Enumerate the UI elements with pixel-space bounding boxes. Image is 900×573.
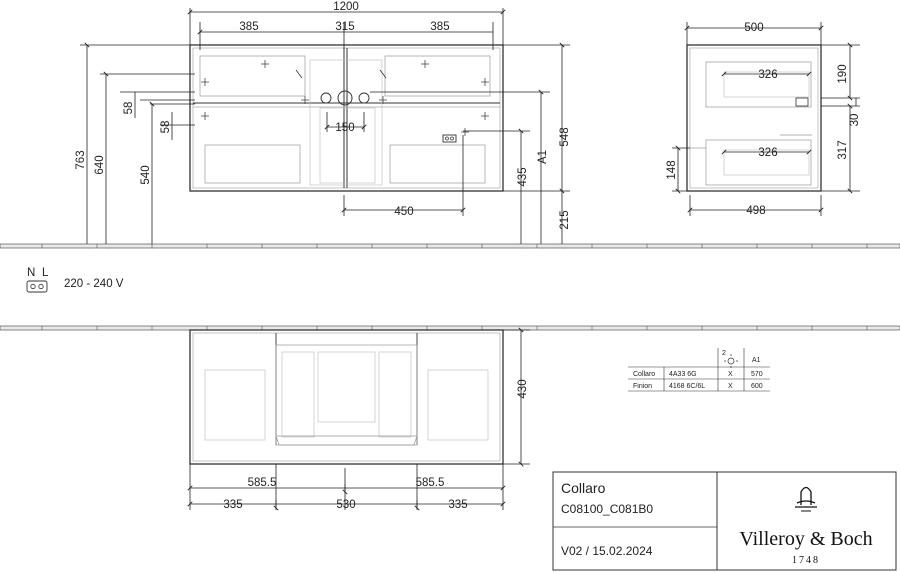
dim-540: 540 bbox=[140, 165, 152, 184]
dim-335-left: 335 bbox=[223, 499, 242, 511]
dim-430: 430 bbox=[517, 379, 529, 398]
floor-line-upper bbox=[0, 243, 900, 249]
dim-215: 215 bbox=[559, 210, 571, 229]
dim-450: 450 bbox=[394, 206, 413, 218]
version-date: V02 / 15.02.2024 bbox=[561, 544, 653, 558]
dim-1200: 1200 bbox=[333, 1, 359, 13]
svg-text:Finion: Finion bbox=[633, 383, 652, 390]
plan-dimensions bbox=[187, 327, 530, 511]
front-elevation bbox=[189, 44, 504, 192]
label-live: L bbox=[42, 267, 49, 279]
dim-585-5-left: 585.5 bbox=[248, 477, 277, 489]
product-name: Collaro bbox=[561, 480, 606, 496]
front-cabinet-outline bbox=[189, 44, 504, 192]
dim-58-upper: 58 bbox=[123, 102, 135, 115]
svg-text:600: 600 bbox=[751, 383, 763, 390]
side-elevation bbox=[686, 44, 822, 192]
socket-icon bbox=[442, 134, 457, 143]
siphon-right-icon bbox=[358, 92, 370, 104]
table-row: Collaro 4A33 6G X 570 bbox=[633, 371, 763, 378]
brand-year: 1748 bbox=[792, 555, 820, 566]
dim-585-5-right: 585.5 bbox=[416, 477, 445, 489]
electrical-info: N L 220 - 240 V bbox=[26, 267, 124, 293]
table-row: Finion 4168 6C/6L X 600 bbox=[633, 383, 763, 390]
socket-symbol-icon bbox=[26, 280, 48, 293]
svg-text:X: X bbox=[728, 383, 733, 390]
dim-190: 190 bbox=[837, 64, 849, 83]
front-dimensions bbox=[80, 8, 570, 249]
table-header-a1: A1 bbox=[752, 357, 761, 364]
dim-385-left: 385 bbox=[239, 21, 258, 33]
dim-a1: A1 bbox=[537, 150, 549, 164]
dim-385-right: 385 bbox=[430, 21, 449, 33]
svg-text:Collaro: Collaro bbox=[633, 371, 655, 378]
dim-150: 150 bbox=[335, 122, 354, 134]
dim-530: 530 bbox=[336, 499, 355, 511]
dim-335-right: 335 bbox=[448, 499, 467, 511]
siphon-center-icon bbox=[337, 90, 353, 106]
dim-435: 435 bbox=[517, 167, 529, 186]
dim-500: 500 bbox=[744, 22, 763, 34]
svg-text:X: X bbox=[728, 371, 733, 378]
dim-498: 498 bbox=[746, 205, 765, 217]
side-dimensions bbox=[672, 22, 860, 216]
label-voltage: 220 - 240 V bbox=[64, 278, 124, 290]
dim-763: 763 bbox=[75, 150, 87, 169]
dim-148: 148 bbox=[666, 160, 678, 179]
svg-text:570: 570 bbox=[751, 371, 763, 378]
svg-text:4A33 6G: 4A33 6G bbox=[669, 371, 697, 378]
dim-315: 315 bbox=[335, 21, 354, 33]
siphon-left-icon bbox=[320, 92, 332, 104]
dim-548: 548 bbox=[559, 127, 571, 146]
a1-table: 2 A1 Collaro 4A33 6G X 570 Finion 4168 6… bbox=[628, 348, 770, 392]
dim-58-lower: 58 bbox=[160, 121, 172, 134]
dim-640: 640 bbox=[94, 155, 106, 174]
label-neutral: N bbox=[27, 267, 35, 279]
table-header-number: 2 bbox=[722, 350, 726, 357]
dim-326-upper: 326 bbox=[758, 69, 777, 81]
svg-text:4168 6C/6L: 4168 6C/6L bbox=[669, 383, 705, 390]
plan-view bbox=[189, 329, 504, 465]
dim-30: 30 bbox=[849, 114, 861, 127]
faucet-connection-icon bbox=[724, 354, 738, 368]
villeroy-boch-logo-icon bbox=[795, 486, 817, 512]
dim-317: 317 bbox=[837, 140, 849, 159]
brand-name: Villeroy & Boch bbox=[739, 528, 872, 550]
title-block: Collaro C08100_C081B0 V02 / 15.02.2024 V… bbox=[552, 471, 897, 571]
dim-326-lower: 326 bbox=[758, 147, 777, 159]
article-number: C08100_C081B0 bbox=[561, 502, 653, 516]
